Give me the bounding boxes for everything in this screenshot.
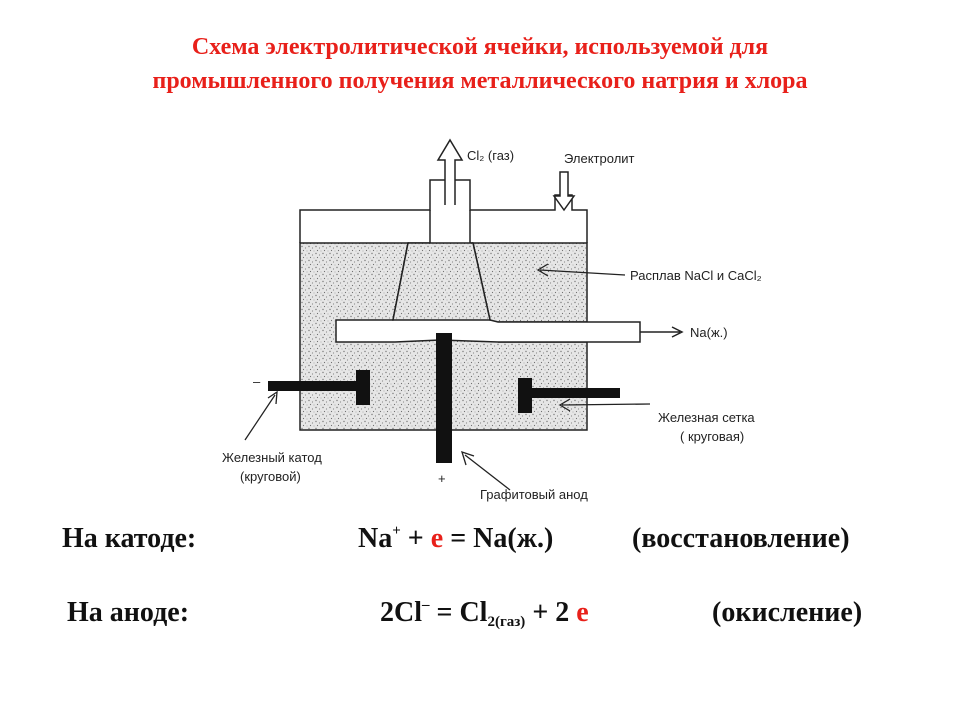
na-arrow xyxy=(640,326,684,338)
electron-symbol: e xyxy=(430,523,444,554)
minus-sign: – xyxy=(253,374,261,389)
sodium-outlet-channel xyxy=(498,321,641,343)
iron-cathode-label-2: (круговой) xyxy=(240,469,301,484)
graphite-anode-label: Графитовый анод xyxy=(480,487,588,502)
iron-cathode-right-rod xyxy=(530,388,620,398)
anode-process-type: (окисление) xyxy=(712,597,863,628)
hood-interior xyxy=(392,242,491,321)
iron-cathode-right-plate xyxy=(518,378,532,413)
anode-label: На аноде: xyxy=(67,597,190,628)
cl2-subscript: 2(газ) xyxy=(487,614,526,630)
cathode-process-type: (восстановление) xyxy=(632,523,850,554)
chloride-charge: – xyxy=(422,597,430,613)
na-charge: + xyxy=(392,523,401,539)
iron-mesh-label-2: ( круговая) xyxy=(680,429,744,444)
iron-cathode-label: Железный катод xyxy=(222,450,322,465)
cl2-symbol: = Cl xyxy=(429,597,488,628)
electrolytic-cell-diagram: Cl₂ (газ) Электролит Расплав NaCl и CaCl… xyxy=(222,138,762,502)
na-symbol: Na xyxy=(358,523,393,554)
anode-electron-symbol: e xyxy=(576,597,589,628)
electrolyte-label: Электролит xyxy=(564,151,635,166)
cathode-product: = Na(ж.) xyxy=(443,523,554,554)
na-liquid-label: Na(ж.) xyxy=(690,325,728,340)
melt-label: Расплав NaCl и CaCl₂ xyxy=(630,268,762,283)
anode-equation: 2Cl– = Cl2(газ) + 2 e xyxy=(380,597,589,631)
plus-two: + 2 xyxy=(525,597,577,628)
pointer-arrows xyxy=(244,263,651,491)
title-line-2: промышленного получения металлического н… xyxy=(152,68,808,94)
electrolyte-inlet-arrow xyxy=(552,171,576,212)
iron-cathode-left-plate xyxy=(356,370,370,405)
iron-mesh-label: Железная сетка xyxy=(658,410,755,425)
slide-title: Схема электролитической ячейки, использу… xyxy=(0,30,960,98)
plus-op: + xyxy=(400,523,431,554)
cell-vessel xyxy=(299,179,588,243)
iron-cathode-left-rod xyxy=(268,381,358,391)
chloride-symbol: 2Cl xyxy=(380,597,422,628)
plus-sign: + xyxy=(438,471,446,486)
cathode-equation: Na+ + e = Na(ж.) xyxy=(358,523,553,555)
cathode-label: На катоде: xyxy=(62,523,197,554)
cl2-gas-label: Cl₂ (газ) xyxy=(467,148,514,163)
cl2-outlet-arrow xyxy=(436,138,464,205)
title-line-1: Схема электролитической ячейки, использу… xyxy=(191,34,769,60)
graphite-anode xyxy=(436,333,452,463)
